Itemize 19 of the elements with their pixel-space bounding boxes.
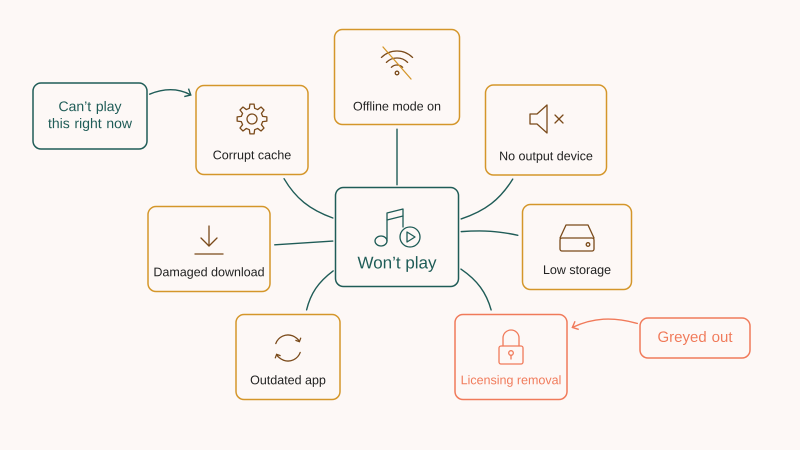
callout-box: Can’t play this right now (32, 82, 148, 150)
cause-box: Outdated app (235, 314, 341, 400)
arrow (571, 318, 638, 330)
cause-box: No output device (484, 84, 608, 176)
cause-box: Licensing removal (454, 314, 568, 400)
connector-line (460, 268, 492, 311)
center-box: Won’t play (334, 186, 460, 288)
connector-line (283, 178, 334, 219)
connector-line (396, 128, 398, 186)
arrow (148, 88, 192, 98)
connector-line (460, 230, 519, 236)
cause-box: Low storage (522, 204, 632, 290)
callout-box: Greyed out (639, 317, 751, 359)
cause-box: Damaged download (147, 206, 271, 292)
connector-line (306, 270, 334, 311)
connector-line (274, 240, 334, 246)
cause-box: Corrupt cache (195, 84, 309, 176)
cause-box: Offline mode on (334, 28, 460, 126)
connector-line (460, 178, 514, 220)
